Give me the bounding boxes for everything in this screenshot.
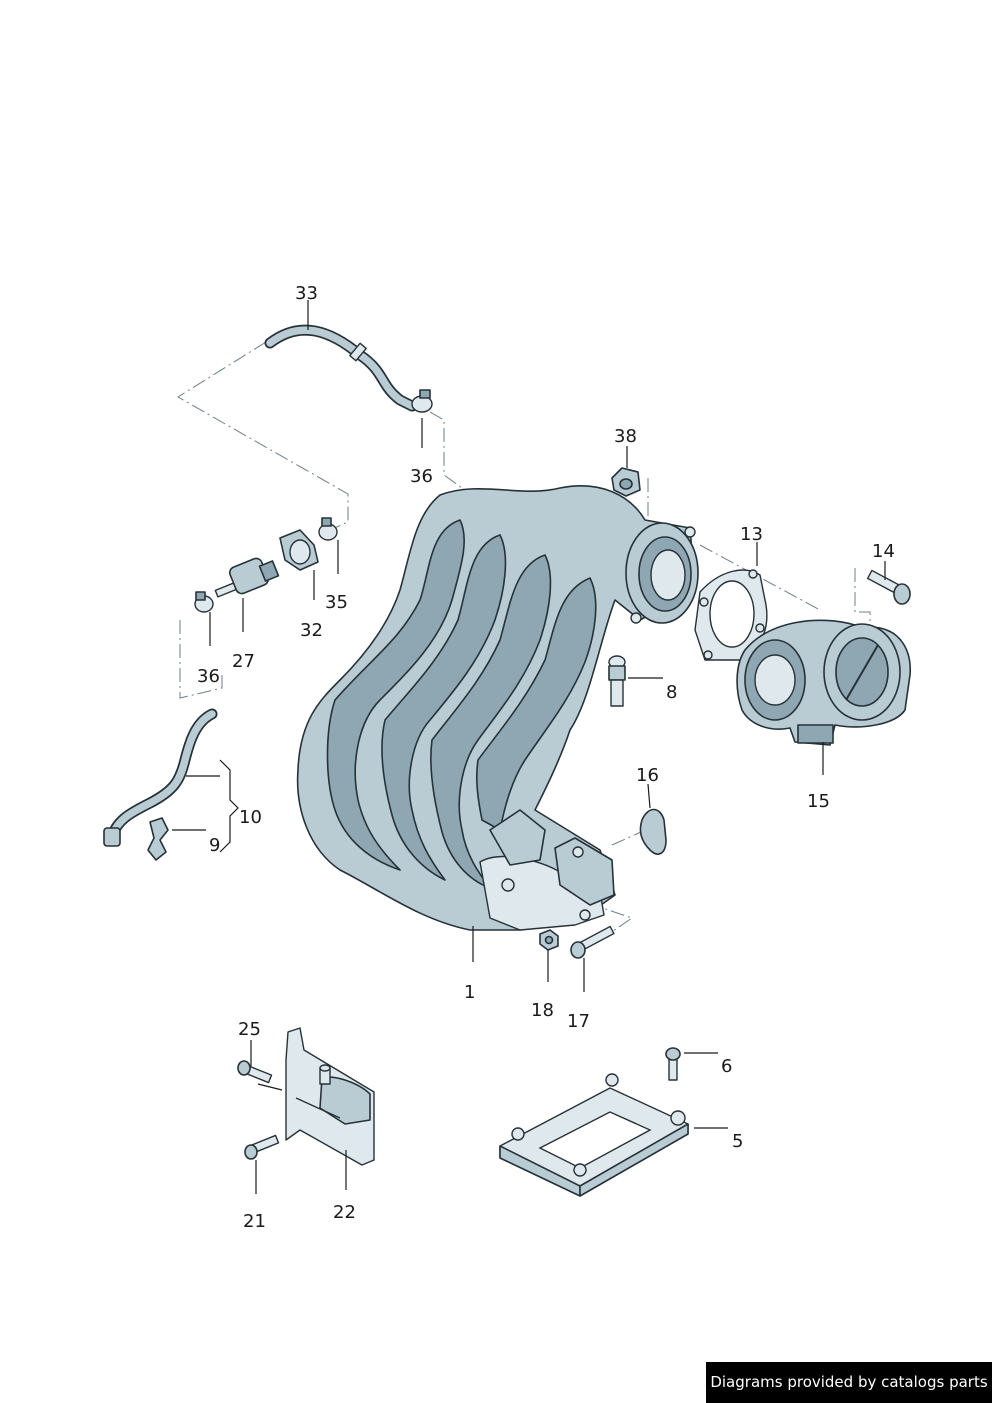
sensor-part-8 (608, 655, 626, 707)
callout-10: 10 (239, 807, 262, 828)
bolt-part-21 (244, 1134, 280, 1160)
callout-6: 6 (721, 1056, 732, 1077)
bracket-part-22 (285, 1027, 375, 1166)
callout-27: 27 (232, 651, 255, 672)
callout-25: 25 (238, 1019, 261, 1040)
bolt-part-14 (866, 569, 911, 605)
hose-part-33 (264, 324, 418, 412)
callout-22: 22 (333, 1202, 356, 1223)
callout-35: 35 (325, 592, 348, 613)
callout-21: 21 (243, 1211, 266, 1232)
hose-clamp-36-upper (411, 389, 433, 413)
callout-33: 33 (295, 283, 318, 304)
callout-leader-lines (172, 300, 886, 1194)
callout-36-lower: 36 (197, 666, 220, 687)
hose-part-10 (103, 708, 218, 847)
hose-clamp-35 (318, 517, 338, 541)
cap-part-38 (611, 467, 641, 497)
bolt-part-17 (570, 925, 615, 959)
callout-8: 8 (666, 682, 677, 703)
plug-part-16 (639, 808, 667, 855)
callout-14: 14 (872, 541, 895, 562)
credit-banner: Diagrams provided by catalogs parts (706, 1362, 992, 1403)
clip-part-9 (147, 817, 169, 861)
throttle-body-part-15 (736, 619, 911, 746)
bolt-part-6 (665, 1047, 681, 1081)
valve-part-27 (214, 557, 280, 598)
callout-32: 32 (300, 620, 323, 641)
nut-part-18 (539, 929, 559, 951)
callout-17: 17 (567, 1011, 590, 1032)
callout-16: 16 (636, 765, 659, 786)
mounting-plate-part-5 (499, 1073, 689, 1197)
callout-1: 1 (464, 982, 475, 1003)
callout-36-upper: 36 (410, 466, 433, 487)
callout-13: 13 (740, 524, 763, 545)
callout-15: 15 (807, 791, 830, 812)
bolt-part-25 (237, 1060, 273, 1084)
callout-38: 38 (614, 426, 637, 447)
intake-manifold-part-1 (296, 485, 699, 931)
callout-9: 9 (209, 835, 220, 856)
callout-labels: 33 36 38 13 14 35 32 27 36 8 16 15 10 9 … (197, 283, 895, 1232)
bracket-part-32 (279, 529, 319, 571)
hose-clamp-36-lower (194, 591, 214, 613)
callout-18: 18 (531, 1000, 554, 1021)
callout-5: 5 (732, 1131, 743, 1152)
